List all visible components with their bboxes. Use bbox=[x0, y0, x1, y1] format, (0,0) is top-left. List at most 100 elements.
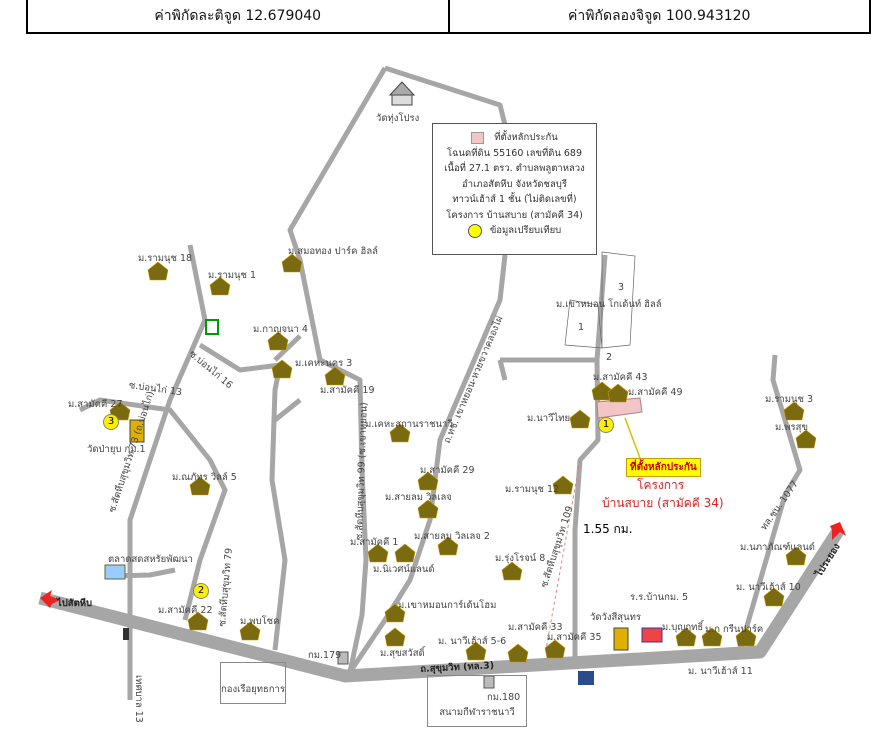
coordinate-header: ค่าพิกัดละติจูด 12.679040 ค่าพิกัดลองจิจ… bbox=[26, 0, 871, 34]
east-arrow-icon bbox=[830, 522, 846, 540]
west-arrow-icon bbox=[40, 590, 60, 608]
place-km180: กม.180 bbox=[487, 692, 521, 703]
village-label: ม.เคหะสถานราชนาวี bbox=[365, 419, 453, 430]
km-marker-icon bbox=[483, 675, 495, 689]
house-icon bbox=[795, 429, 817, 449]
house-icon bbox=[735, 627, 757, 647]
marker-1[interactable]: 1 bbox=[598, 417, 614, 433]
project-label: โครงการ bbox=[637, 478, 685, 492]
village-label: ม.สามัคคี 22 bbox=[158, 605, 213, 616]
village-label: ม.เขาหมอน โกเด้นท์ ฮิลล์ bbox=[556, 299, 662, 310]
house-icon bbox=[417, 499, 439, 519]
project-name: บ้านสบาย (สามัคคี 34) bbox=[602, 496, 724, 510]
place-school: ร.ร.บ้านกม. 5 bbox=[630, 592, 689, 603]
house-icon bbox=[189, 476, 211, 496]
house-icon bbox=[544, 639, 566, 659]
place-navy: กองเรือยุทธการ bbox=[220, 662, 286, 704]
village-label: ม.พบโชค bbox=[240, 616, 280, 627]
place-wat-thungprong: วัดทุ่งโปรง bbox=[376, 113, 420, 124]
house-icon bbox=[701, 627, 723, 647]
direction-west: ไปสัตหีบ bbox=[57, 598, 93, 609]
gas-station-icon bbox=[578, 671, 594, 685]
house-icon bbox=[281, 253, 303, 273]
village-label: ม.สามัคคี 19 bbox=[320, 385, 375, 396]
house-icon bbox=[501, 561, 523, 581]
village-label: ม.รามนุช 3 bbox=[765, 394, 813, 405]
place-wat-payub: วัดป่ายุบ กม.1 bbox=[87, 444, 146, 455]
legend-collateral: ที่ตั้งหลักประกัน bbox=[494, 132, 558, 143]
house-icon bbox=[785, 546, 807, 566]
village-label: ม.รามนุช 1 bbox=[208, 270, 256, 281]
village-label: ม.เขาหมอนการ์เด้นโฮม bbox=[398, 600, 497, 611]
traffic-light-icon bbox=[123, 628, 129, 640]
village-label: ม.สามัคคี 33 bbox=[508, 622, 563, 633]
place-wat-wang: วัดวังสีสุนทร bbox=[590, 612, 641, 623]
house-icon bbox=[417, 471, 439, 491]
plot-number: 2 bbox=[606, 352, 613, 363]
village-label: ม.ก กรีนปาร์ค bbox=[705, 624, 764, 635]
village-label: ม.สามัคคี 29 bbox=[420, 465, 475, 476]
longitude-label: ค่าพิกัดลองจิจูด 100.943120 bbox=[568, 8, 751, 24]
collateral-tag: ที่ตั้งหลักประกัน bbox=[626, 458, 701, 477]
village-label: ม.รุ่งโรจน์ 8 bbox=[495, 553, 546, 564]
village-label: ม.สามัคคี 27 bbox=[68, 399, 123, 410]
house-icon bbox=[389, 423, 411, 443]
village-label: ม.นาวีไทย bbox=[527, 413, 571, 424]
house-icon bbox=[267, 331, 289, 351]
house-icon bbox=[552, 475, 574, 495]
house-icon bbox=[783, 401, 805, 421]
village-label: ม.สายลม วิลเลจ bbox=[385, 492, 452, 503]
convenience-store-icon bbox=[205, 319, 219, 335]
navy-label: กองเรือยุทธการ bbox=[221, 684, 285, 695]
road-tessaban13: เทศบาล 13 bbox=[133, 675, 144, 723]
legend-comparison: ข้อมูลเปรียบเทียบ bbox=[489, 225, 562, 236]
village-label: ม.รามนุช 12 bbox=[505, 484, 560, 495]
marker-3[interactable]: 3 bbox=[103, 414, 119, 430]
house-icon bbox=[187, 611, 209, 631]
village-label: ม.สามัคคี 43 bbox=[593, 372, 648, 383]
sukhumvit-road bbox=[38, 524, 846, 683]
village-label: ม.บุญฤทธิ์ bbox=[662, 622, 704, 633]
village-label: ม. นาวีเฮ้าส์ 10 bbox=[736, 582, 801, 593]
km-marker-icon bbox=[337, 651, 349, 665]
village-label: ม.นภาภัณฑ์แลนด์ bbox=[740, 542, 815, 553]
map-legend: ที่ตั้งหลักประกัน โฉนดที่ดิน 55160 เลขที… bbox=[432, 123, 597, 255]
plot-outlines bbox=[564, 251, 636, 349]
village-label: ม.รามนุช 18 bbox=[138, 253, 193, 264]
marker-2[interactable]: 2 bbox=[193, 583, 209, 599]
plot-number: 3 bbox=[618, 282, 625, 293]
place-stadium: สนามกีฬาราชนาวี bbox=[427, 675, 527, 727]
legend-line: ทาวน์เฮ้าส์ 1 ชั้น (ไม่ติดเลขที่) bbox=[452, 194, 577, 205]
distance-label: 1.55 กม. bbox=[583, 522, 633, 536]
village-label: ม.สายลม วิลเลจ 2 bbox=[414, 531, 490, 542]
place-market: ตลาดสดสหรัยพัฒนา bbox=[108, 554, 193, 565]
house-icon bbox=[271, 359, 293, 379]
village-label: ม.เคหะนคร 3 bbox=[295, 358, 353, 369]
pointer-line bbox=[624, 417, 641, 459]
legend-line: โฉนดที่ดิน 55160 เลขที่ดิน 689 bbox=[446, 147, 583, 159]
village-label: ม.สามัคคี 49 bbox=[628, 387, 683, 398]
village-label: ม.พรสุข bbox=[775, 422, 808, 433]
house-icon bbox=[569, 409, 591, 429]
house-icon bbox=[465, 641, 487, 661]
temple-icon bbox=[613, 627, 629, 651]
house-icon bbox=[384, 627, 406, 647]
house-icon bbox=[147, 261, 169, 281]
house-icon bbox=[507, 643, 529, 663]
minor-roads bbox=[78, 65, 803, 700]
house-icon bbox=[437, 536, 459, 556]
house-icon bbox=[675, 627, 697, 647]
stadium-label: สนามกีฬาราชนาวี bbox=[439, 707, 515, 718]
village-houses bbox=[109, 253, 817, 663]
village-label: ม.สามัคคี 1 bbox=[350, 537, 399, 548]
collateral-swatch bbox=[471, 131, 485, 144]
legend-line: โครงการ บ้านสบาย (สามัคคี 34) bbox=[446, 209, 583, 221]
village-label: ม.สุขสวัสดิ์ bbox=[380, 648, 425, 659]
village-label: ม. นาวีเฮ้าส์ 11 bbox=[688, 666, 753, 677]
house-icon bbox=[324, 366, 346, 386]
village-label: ม. นาวีเฮ้าส์ 5-6 bbox=[438, 636, 507, 647]
house-icon bbox=[763, 587, 785, 607]
legend-line: เนื้อที่ 27.1 ตรว. ตำบลพลูตาหลวง bbox=[444, 163, 585, 174]
village-label: ม.สมอทอง ปาร์ค ฮิลล์ bbox=[288, 246, 378, 257]
